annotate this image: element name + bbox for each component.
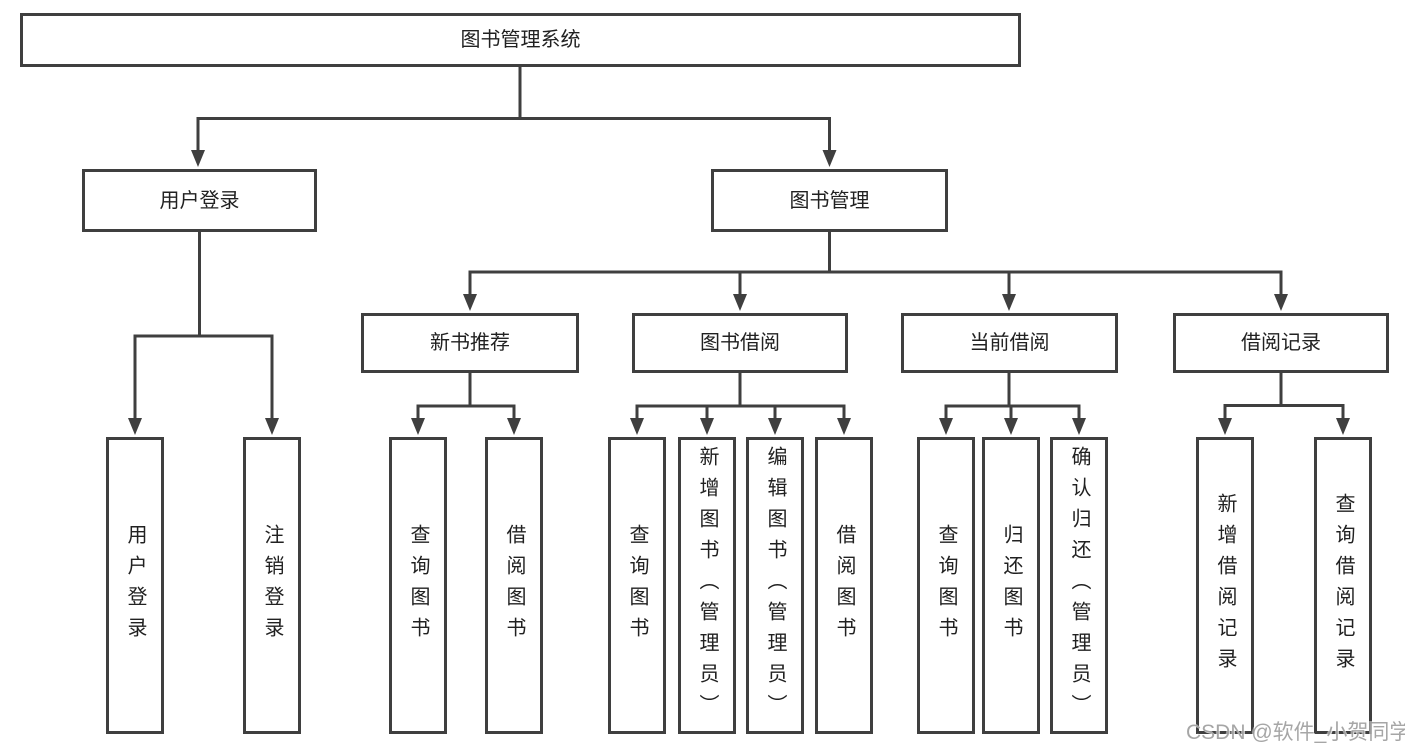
- leaf-logout-label: 注销登录: [261, 523, 283, 648]
- leaf-confirm-return-admin-label: 确认归还（管理员）: [1068, 446, 1090, 725]
- leaf-edit-book-admin-label: 编辑图书（管理员）: [764, 446, 786, 725]
- leaf-add-borrow-record-label: 新增借阅记录: [1214, 492, 1236, 679]
- leaf-query-books-borrow-label: 查询图书: [626, 523, 648, 648]
- node-book-borrowing: 图书借阅: [632, 313, 848, 373]
- leaf-query-borrow-record: 查询借阅记录: [1314, 437, 1372, 734]
- node-new-book-recommendation: 新书推荐: [361, 313, 579, 373]
- node-user-login-label: 用户登录: [159, 189, 240, 212]
- leaf-query-books-recommend: 查询图书: [389, 437, 447, 734]
- leaf-confirm-return-admin: 确认归还（管理员）: [1050, 437, 1108, 734]
- node-user-login: 用户登录: [82, 169, 317, 232]
- leaf-return-books: 归还图书: [982, 437, 1040, 734]
- node-new-book-recommendation-label: 新书推荐: [430, 332, 510, 354]
- node-current-borrowing-label: 当前借阅: [969, 332, 1050, 354]
- leaf-edit-book-admin: 编辑图书（管理员）: [746, 437, 804, 734]
- node-borrowing-records-label: 借阅记录: [1241, 332, 1321, 354]
- leaf-query-borrow-record-label: 查询借阅记录: [1332, 492, 1354, 679]
- node-book-borrowing-label: 图书借阅: [700, 332, 780, 354]
- leaf-query-books-recommend-label: 查询图书: [407, 523, 429, 648]
- node-book-management: 图书管理: [711, 169, 948, 232]
- node-book-management-label: 图书管理: [789, 189, 870, 212]
- leaf-add-borrow-record: 新增借阅记录: [1196, 437, 1254, 734]
- node-borrowing-records: 借阅记录: [1173, 313, 1389, 373]
- leaf-add-book-admin: 新增图书（管理员）: [678, 437, 736, 734]
- leaf-borrow-books-recommend: 借阅图书: [485, 437, 543, 734]
- leaf-query-books-borrow: 查询图书: [608, 437, 666, 734]
- node-root-label: 图书管理系统: [460, 29, 581, 51]
- leaf-borrow-books-borrow: 借阅图书: [815, 437, 873, 734]
- leaf-logout: 注销登录: [243, 437, 301, 734]
- leaf-query-books-current-label: 查询图书: [935, 523, 957, 648]
- leaf-add-book-admin-label: 新增图书（管理员）: [696, 446, 718, 725]
- leaf-user-login-label: 用户登录: [124, 523, 146, 648]
- node-current-borrowing: 当前借阅: [901, 313, 1118, 373]
- leaf-user-login: 用户登录: [106, 437, 164, 734]
- leaf-query-books-current: 查询图书: [917, 437, 975, 734]
- leaf-return-books-label: 归还图书: [1000, 523, 1022, 648]
- csdn-watermark: CSDN @软件_小贺同学: [1186, 721, 1405, 744]
- node-root: 图书管理系统: [20, 13, 1021, 67]
- leaf-borrow-books-borrow-label: 借阅图书: [833, 523, 855, 648]
- leaf-borrow-books-recommend-label: 借阅图书: [503, 523, 525, 648]
